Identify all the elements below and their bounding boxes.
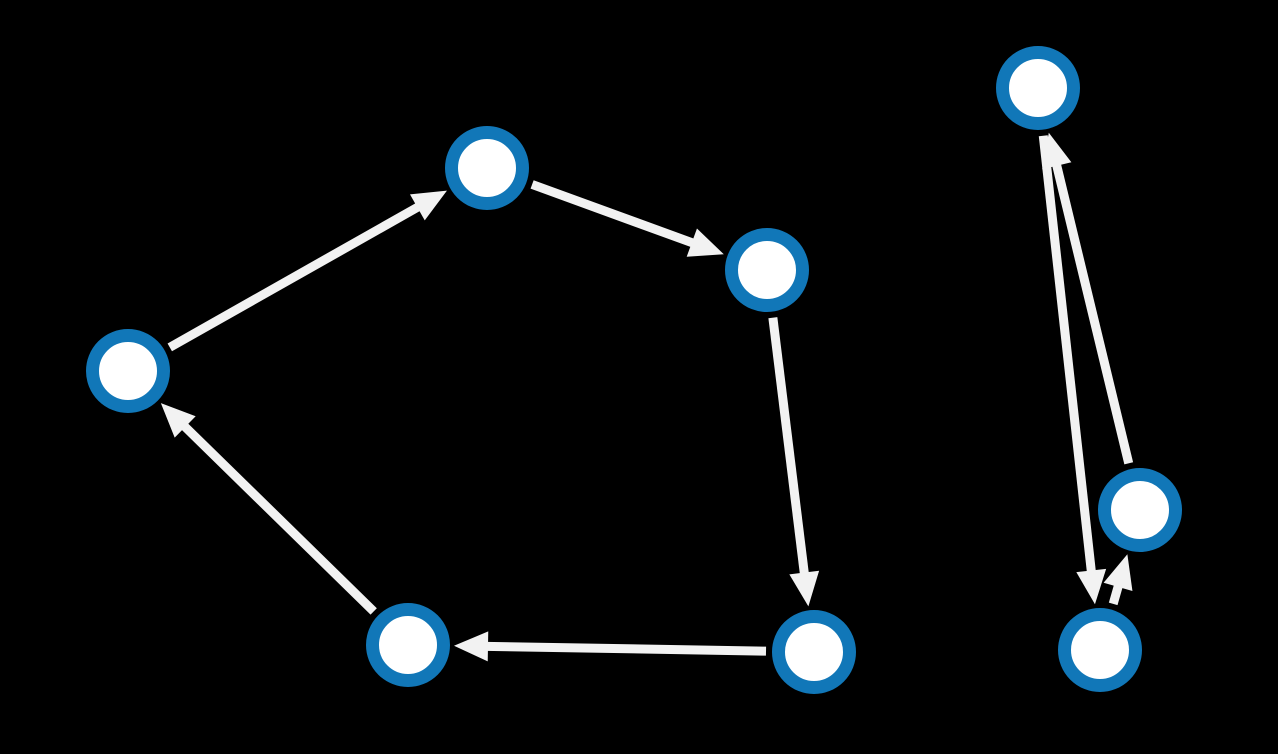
nodes-layer xyxy=(86,46,1182,694)
graph-edge-n1-n7-arrowhead-icon xyxy=(1076,568,1107,605)
edges-layer xyxy=(160,132,1134,662)
graph-edge-n2-n3[interactable] xyxy=(530,180,696,248)
graph-edge-n4-n0[interactable] xyxy=(180,422,377,615)
graph-node-n3[interactable] xyxy=(725,228,809,312)
graph-node-n1[interactable] xyxy=(996,46,1080,130)
graph-node-n5[interactable] xyxy=(772,610,856,694)
graph-node-n4[interactable] xyxy=(366,603,450,687)
graph-edge-n6-n1[interactable] xyxy=(1051,162,1134,465)
graph-edge-n2-n3-arrowhead-icon xyxy=(686,228,724,257)
graph-edge-n7-n6-arrowhead-icon xyxy=(1103,554,1133,592)
graph-edge-n5-n4-arrowhead-icon xyxy=(453,631,489,662)
graph-edge-n3-n5[interactable] xyxy=(768,317,809,576)
graph-edge-n4-n0-arrowhead-icon xyxy=(160,403,196,438)
graph-node-n6[interactable] xyxy=(1098,468,1182,552)
graph-edge-n5-n4[interactable] xyxy=(485,641,767,656)
graph-node-n7[interactable] xyxy=(1058,608,1142,692)
graph-edge-n0-n2-arrowhead-icon xyxy=(409,190,447,221)
graph-edge-n7-n6[interactable] xyxy=(1108,583,1123,606)
graph-node-n0[interactable] xyxy=(86,329,170,413)
graph-edge-n3-n5-arrowhead-icon xyxy=(789,570,820,607)
graph-node-n2[interactable] xyxy=(445,126,529,210)
graph-edge-n6-n1-arrowhead-icon xyxy=(1042,132,1072,170)
graph-edge-n1-n7[interactable] xyxy=(1038,135,1096,573)
graph-edge-n0-n2[interactable] xyxy=(167,202,422,352)
